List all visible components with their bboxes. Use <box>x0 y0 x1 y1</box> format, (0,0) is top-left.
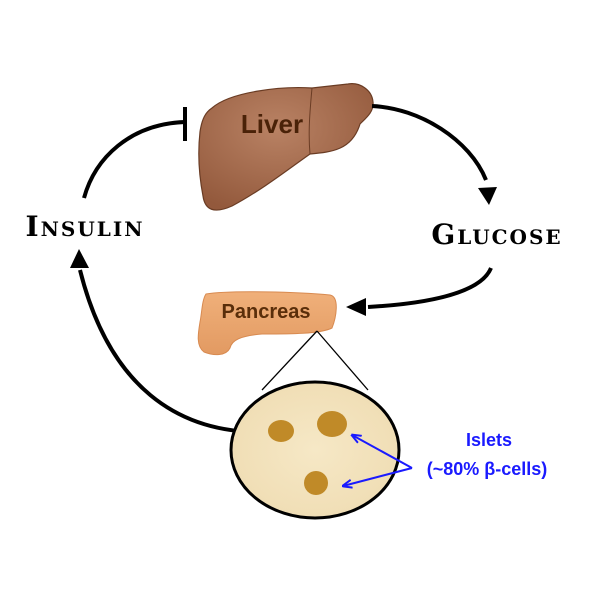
islet-3 <box>304 471 328 495</box>
islets-annotation-line2: (~80% β-cells) <box>427 459 548 479</box>
liver-shape <box>198 83 374 211</box>
pancreas-label: Pancreas <box>222 301 311 323</box>
pancreas-shape <box>197 291 337 356</box>
zoom-line-right <box>316 330 369 391</box>
arrow-glucose-to-pancreas <box>367 267 493 309</box>
arrowhead-pancreas <box>346 298 366 316</box>
liver-label: Liver <box>241 109 303 139</box>
liver-organ: Liver <box>198 83 374 211</box>
arrowhead-insulin <box>70 249 89 268</box>
arrow-islets-to-insulin <box>78 269 255 434</box>
liver-lobe-divider <box>308 87 313 155</box>
inhibition-insulin-to-liver <box>82 120 186 199</box>
glucose-label: Glucose <box>431 218 562 251</box>
islet-2 <box>317 411 347 437</box>
islet-tissue-background <box>229 380 401 520</box>
annotation-arrow-upper <box>352 435 413 469</box>
arrowhead-glucose <box>478 187 497 205</box>
arrow-liver-to-glucose <box>371 104 488 181</box>
pancreas-organ: Pancreas <box>197 291 337 356</box>
islets-annotation-line1: Islets <box>466 430 512 450</box>
islet-detail <box>229 380 401 520</box>
zoom-line-left <box>261 330 318 391</box>
insulin-label: Insulin <box>26 210 145 243</box>
annotation-arrow-lower <box>343 467 413 486</box>
islet-1 <box>268 420 294 442</box>
